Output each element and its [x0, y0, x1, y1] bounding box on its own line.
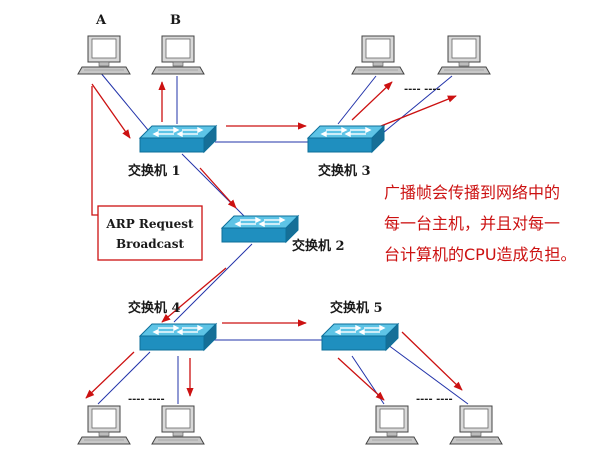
switch-label-5: 交换机 5	[330, 300, 383, 316]
switch-label-3: 交换机 3	[318, 163, 371, 179]
description-line-2: 每一台主机，并且对每一	[384, 214, 560, 233]
host-label-b: B	[170, 13, 181, 28]
computer-icon	[77, 35, 131, 75]
more-hosts-ellipsis: ---- ----	[404, 84, 441, 95]
switch-icon	[307, 125, 385, 153]
computer-icon	[151, 35, 205, 75]
computer-icon	[77, 405, 131, 445]
more-hosts-ellipsis: ---- ----	[128, 394, 165, 405]
switch-icon	[221, 215, 299, 243]
computer-icon	[449, 405, 503, 445]
switch-label-2: 交换机 2	[292, 238, 345, 254]
switch-label-1: 交换机 1	[128, 163, 181, 179]
computer-icon	[151, 405, 205, 445]
broadcast-arrows	[85, 81, 463, 401]
links	[97, 71, 469, 405]
computer-icon	[365, 405, 419, 445]
host-label-a: A	[95, 13, 107, 28]
switch-label-4: 交换机 4	[128, 300, 181, 316]
computer-icon	[437, 35, 491, 75]
switch-icon	[139, 125, 217, 153]
broadcast-description: 广播帧会传播到网络中的 每一台主机，并且对每一 台计算机的CPU造成负担。	[384, 183, 577, 264]
computer-icon	[351, 35, 405, 75]
switch-icon	[321, 323, 399, 351]
description-line-1: 广播帧会传播到网络中的	[384, 183, 560, 202]
arp-line-1: ARP Request	[105, 217, 194, 231]
more-hosts-ellipsis: ---- ----	[416, 394, 453, 405]
description-line-3: 台计算机的CPU造成负担。	[384, 245, 577, 264]
switch-icon	[139, 323, 217, 351]
arp-line-2: Broadcast	[116, 237, 184, 251]
arp-request-box: ARP Request Broadcast	[97, 205, 203, 261]
